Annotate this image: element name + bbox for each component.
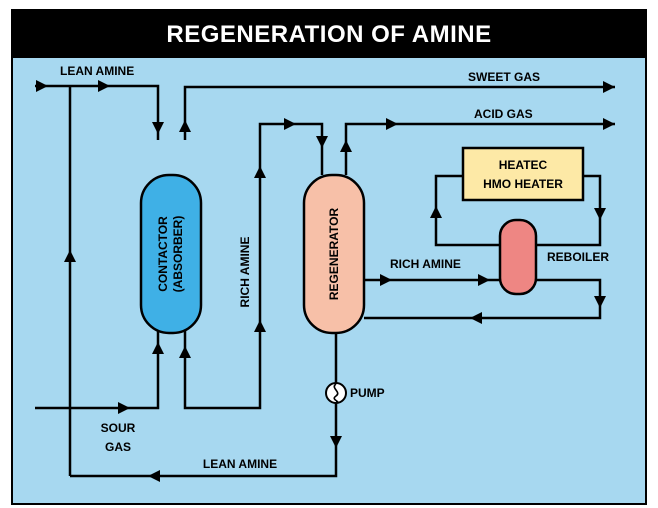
- diagram-title: REGENERATION OF AMINE: [13, 11, 645, 58]
- rich-amine-horizontal-label: RICH AMINE: [390, 257, 461, 271]
- pump-icon: [325, 382, 347, 404]
- arrow: [316, 136, 328, 148]
- lean-amine-inlet-pipe: [35, 84, 160, 140]
- arrow: [603, 118, 615, 130]
- regenerator-vessel: [302, 173, 366, 335]
- arrow: [118, 402, 130, 414]
- contactor-label-line1: CONTACTOR: [156, 216, 170, 292]
- arrow: [478, 274, 490, 286]
- diagram-frame: REGENERATION OF AMINE: [11, 9, 647, 505]
- arrow: [148, 470, 160, 482]
- heater-label-line2: HMO HEATER: [483, 177, 563, 191]
- flow-arrows: [36, 80, 615, 482]
- arrow: [254, 320, 266, 332]
- contactor-vessel: [139, 173, 203, 335]
- arrow: [330, 436, 342, 448]
- lean-amine-return-label: LEAN AMINE: [203, 457, 277, 471]
- contactor-label-line2: (ABSORBER): [171, 216, 185, 293]
- arrow: [386, 118, 398, 130]
- arrow: [380, 274, 392, 286]
- arrow: [430, 206, 442, 218]
- arrow: [340, 140, 352, 152]
- arrow: [179, 346, 191, 358]
- heater-box: [461, 146, 585, 202]
- pump-label: PUMP: [350, 386, 385, 400]
- arrow: [98, 80, 110, 92]
- arrow: [179, 120, 191, 132]
- sour-gas-label-line2: GAS: [105, 440, 131, 454]
- heater-label-line1: HEATEC: [499, 158, 548, 172]
- pump-symbol: [333, 383, 339, 403]
- arrow: [152, 342, 164, 354]
- lean-amine-inlet-label: LEAN AMINE: [60, 64, 134, 78]
- arrow: [470, 312, 482, 324]
- arrow: [254, 166, 266, 178]
- arrow: [152, 122, 164, 134]
- reboiler-label: REBOILER: [547, 250, 609, 264]
- arrow: [594, 208, 606, 220]
- sweet-gas-label: SWEET GAS: [468, 70, 540, 84]
- arrow: [64, 250, 76, 262]
- acid-gas-pipe: [344, 122, 615, 175]
- rich-amine-vertical-label: RICH AMINE: [238, 237, 252, 308]
- regenerator-label: REGENERATOR: [327, 208, 341, 301]
- sweet-gas-pipe: [183, 85, 615, 140]
- sour-gas-pipe: [35, 330, 160, 410]
- acid-gas-label: ACID GAS: [474, 107, 533, 121]
- arrow: [603, 81, 615, 93]
- arrow: [594, 296, 606, 308]
- reboiler-vessel: [498, 218, 538, 296]
- rich-amine-pipe: [183, 122, 324, 410]
- lean-amine-return-pipe: [70, 333, 338, 478]
- sour-gas-label-line1: SOUR: [101, 421, 136, 435]
- arrow: [36, 80, 48, 92]
- arrow: [284, 118, 296, 130]
